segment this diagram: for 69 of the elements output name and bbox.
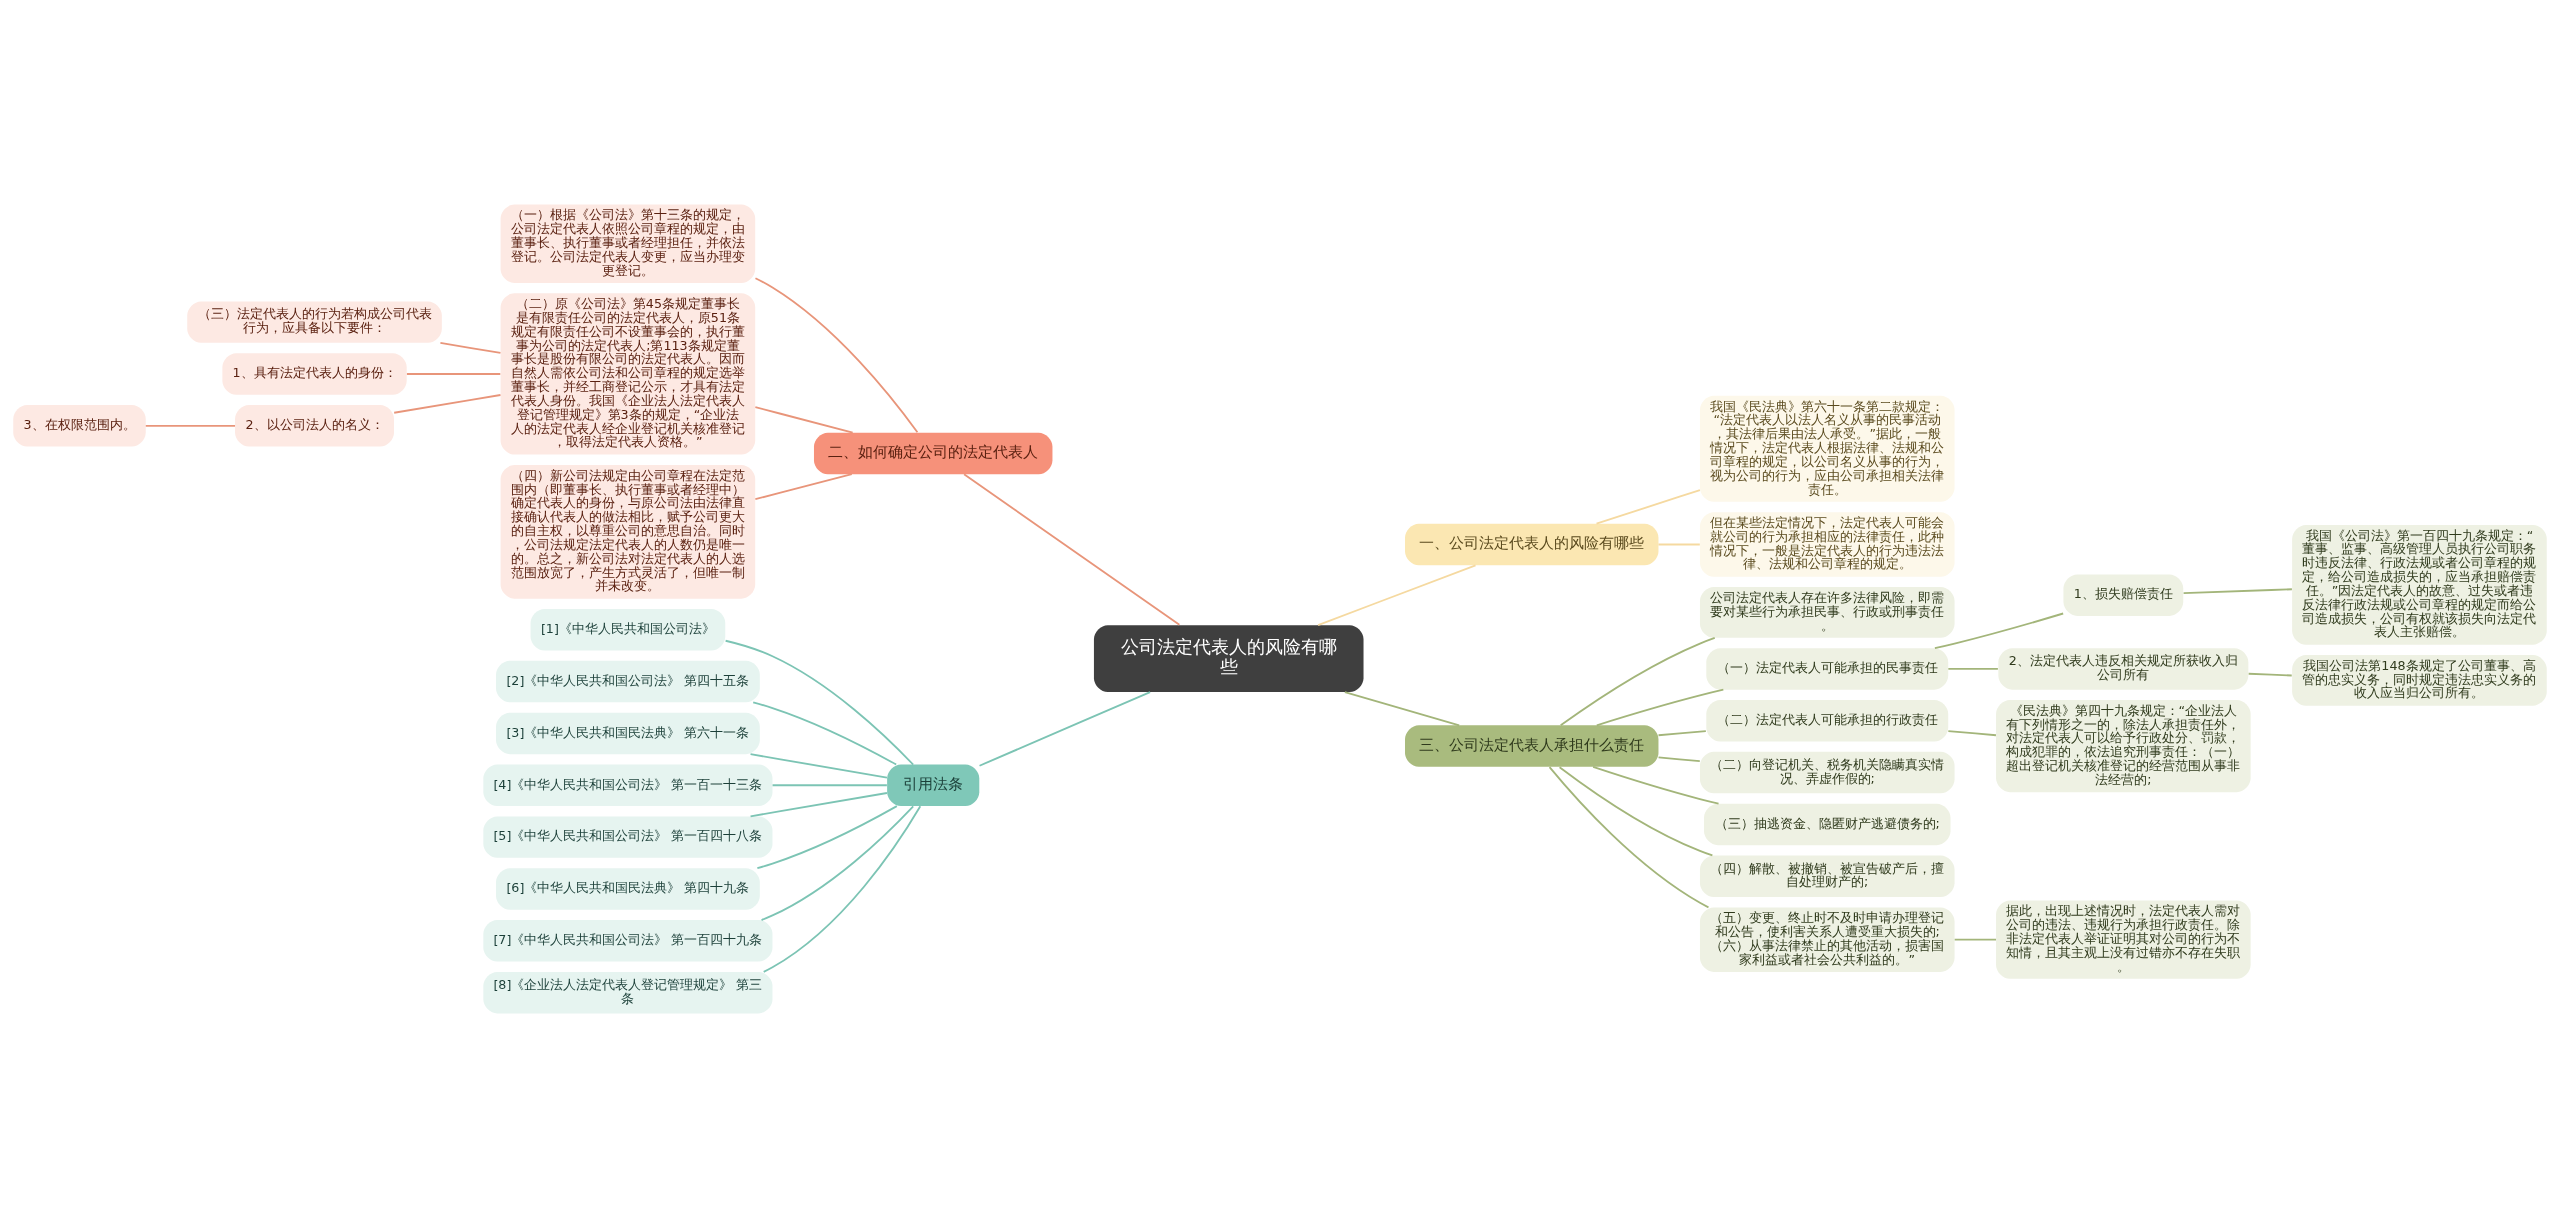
node-box: 公司法定代表人存在许多法律风险，即需要对某些行为承担民事、行政或刑事责任。 — [1699, 586, 1955, 638]
connector — [724, 639, 915, 765]
node-box: 1、损失赔偿责任 — [2063, 573, 2184, 616]
node-box: [6]《中华人民共和国民法典》 第四十九条 — [496, 867, 760, 910]
node-box: 公司法定代表人的风险有哪些 — [1093, 624, 1364, 692]
node-box: 二、如何确定公司的法定代表人 — [813, 432, 1053, 474]
node-box: （四）解散、被撤销、被宣告破产后，擅自处理财产的; — [1699, 855, 1955, 897]
node-box: [7]《中华人民共和国公司法》 第一百四十九条 — [483, 919, 773, 962]
connector — [749, 752, 888, 778]
connector — [439, 341, 502, 354]
connector — [754, 405, 854, 434]
connector — [1657, 729, 1707, 736]
connector — [406, 372, 502, 375]
connector — [1317, 563, 1477, 626]
connector — [1947, 729, 1997, 736]
node-box: 引用法条 — [887, 764, 980, 806]
node-box: 我国公司法第148条规定了公司董事、高管的忠实义务，同时规定违法忠实义务的收入应当归公司所有。 — [2292, 654, 2547, 706]
node-box: （四）新公司法规定由公司章程在法定范围内（即董事长、执行董事或者经理中）确定代表人的身份，与原公司法由法律直接确认代表人的做法相比，赋予公司更大的自主权，以尊重公司的意思自治。同时，公司法规定法定代表人的人数仍是唯一的。总之，新公司法对法定代表人的人选范围放宽了，产生方式灵活了，但唯一制并未改变。 — [500, 464, 756, 599]
node-box: [2]《中华人民共和国公司法》 第四十五条 — [496, 660, 760, 702]
connector — [2247, 672, 2293, 676]
node-box: （二）法定代表人可能承担的行政责任 — [1706, 699, 1949, 741]
node-box: 我国《公司法》第一百四十九条规定：“董事、监事、高级管理人员执行公司职务时违反法律、行政法规或者公司章程的规定，给公司造成损失的，应当承担赔偿责任。”因法定代表人的故意、过失或者违反法律行政法规或公司章程的规定而给公司造成损失，公司有权就该损失向法定代表人主张赔偿。 — [2292, 524, 2547, 645]
connector — [2182, 587, 2293, 594]
connector — [144, 424, 236, 427]
connector — [754, 276, 919, 433]
connector — [749, 791, 888, 817]
connector — [1548, 765, 1710, 908]
connector — [756, 804, 898, 869]
connector — [762, 804, 922, 973]
connector — [760, 804, 915, 921]
connector — [978, 690, 1151, 767]
node-box: [1]《中华人民共和国公司法》 — [530, 608, 726, 650]
connector — [1595, 488, 1701, 525]
connector — [1953, 938, 1997, 941]
connector — [1595, 688, 1725, 726]
node-box: （二）原《公司法》第45条规定董事长是有限责任公司的法定代表人，原51条规定有限责任公司不设董事会的，执行董事为公司的法定代表人;第113条规定董事长是股份有限公司的法定代表人。因而自然人需依公司法和公司章程的规定选举董事长，并经工商登记公示，才具有法定代表人身份。我国《企业法人法定代表人登记管理规定》第3条的规定，“企业法人的法定代表人经企业登记机关核准登记，取得法定代表人资格。” — [500, 292, 756, 455]
node-box: [3]《中华人民共和国民法典》 第六十一条 — [496, 712, 760, 754]
node-box: 《民法典》第四十九条规定：“企业法人有下列情形之一的，除法人承担责任外，对法定代表人可以给予行政处分、罚款，构成犯罪的，依法追究刑事责任：（一）超出登记机关核准登记的经营范围从事非法经营的; — [1996, 699, 2251, 792]
node-box: （一）根据《公司法》第十三条的规定，公司法定代表人依照公司章程的规定，由董事长、执行董事或者经理担任，并依法登记。公司法定代表人变更，应当办理变更登记。 — [500, 204, 756, 283]
node-box: [8]《企业法人法定代表人登记管理规定》 第三条 — [483, 971, 773, 1013]
node-box: （五）变更、终止时不及时申请办理登记和公告，使利害关系人遭受重大损失的;（六）从事法律禁止的其他活动，损害国家利益或者社会公共利益的。” — [1699, 906, 1955, 972]
node-box: （一）法定代表人可能承担的民事责任 — [1706, 647, 1949, 690]
node-box: （三）法定代表人的行为若构成公司代表行为，应具备以下要件： — [187, 300, 442, 343]
node-box: 3、在权限范围内。 — [13, 404, 146, 447]
connector — [771, 783, 888, 786]
node-box: 但在某些法定情况下，法定代表人可能会就公司的行为承担相应的法律责任，此种情况下，一般是法定代表人的行为违法法律、法规和公司章程的规定。 — [1699, 511, 1955, 577]
connector — [1657, 756, 1701, 762]
connector — [1947, 667, 1999, 670]
connector — [752, 700, 898, 765]
node-box: 2、法定代表人违反相关规定所获收入归公司所有 — [1998, 647, 2249, 690]
connector — [1592, 765, 1720, 805]
node-box: 1、具有法定代表人的身份： — [222, 352, 407, 395]
connector — [1933, 612, 2065, 649]
node-box: （三）抽逃资金、隐匿财产逃避债务的; — [1704, 803, 1951, 845]
connector — [1343, 690, 1461, 726]
node-box: 我国《民法典》第六十一条第二款规定：“法定代表人以法人名义从事的民事活动，其法律后果由法人承受。”据此，一般情况下，法定代表人根据法律、法规和公司章程的规定，以公司名义从事的行为，视为公司的行为，应由公司承担相关法律责任。 — [1699, 395, 1955, 502]
node-box: 三、公司法定代表人承担什么责任 — [1405, 724, 1659, 767]
node-box: （二）向登记机关、税务机关隐瞒真实情况、弄虚作假的; — [1699, 751, 1955, 793]
connector — [1559, 636, 1716, 726]
node-box: [5]《中华人民共和国公司法》 第一百四十八条 — [483, 815, 773, 858]
connector — [963, 472, 1181, 626]
connector — [393, 393, 502, 414]
node-box: [4]《中华人民共和国公司法》 第一百一十三条 — [483, 764, 773, 806]
connector — [754, 472, 853, 500]
node-box: 据此，出现上述情况时，法定代表人需对公司的违法、违规行为承担行政责任。除非法定代表人举证证明其对公司的行为不知情，且其主观上没有过错亦不存在失职。 — [1996, 900, 2251, 979]
connector — [1657, 543, 1701, 545]
node-box: 一、公司法定代表人的风险有哪些 — [1405, 523, 1659, 565]
node-box: 2、以公司法人的名义： — [235, 404, 395, 447]
connector — [1558, 765, 1714, 856]
